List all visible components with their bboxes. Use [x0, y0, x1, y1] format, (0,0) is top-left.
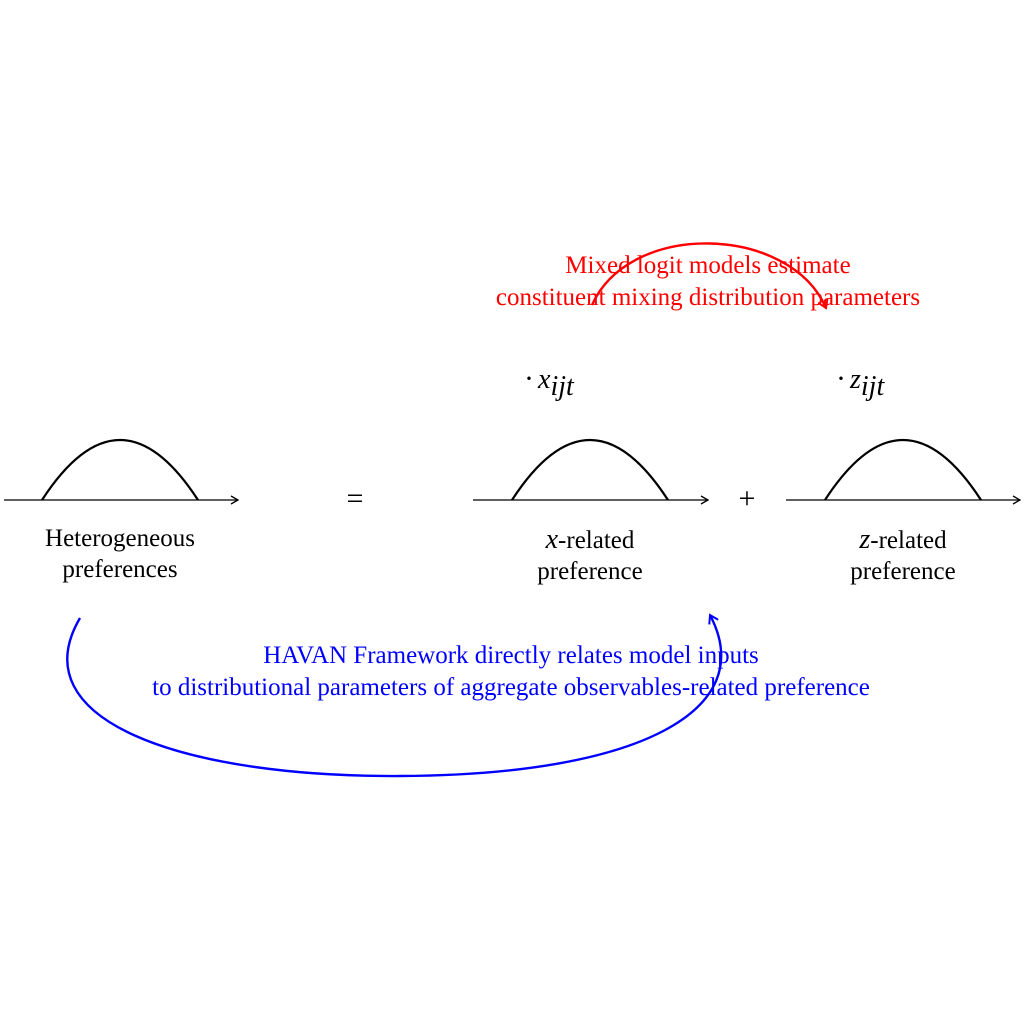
heterogeneous-label-line2: preferences	[62, 556, 177, 583]
mixed-logit-text-line2: constituent mixing distribution paramete…	[496, 284, 920, 311]
z-related-label-var: z	[858, 524, 870, 555]
heterogeneous-label-line1: Heterogeneous	[45, 525, 195, 552]
mixed-logit-arrow	[590, 242, 829, 310]
x-related-label-rest: -related	[558, 527, 635, 554]
havan-annotation: HAVAN Framework directly relates model i…	[66, 613, 870, 778]
havan-arrow	[66, 613, 723, 778]
mixed-logit-text-line1: Mixed logit models estimate	[565, 252, 850, 279]
z-related-label-line2: preference	[850, 558, 955, 585]
distribution-curve-z-related	[824, 438, 982, 501]
x-multiplier: ·xijt	[524, 362, 575, 402]
x-related-label-line1: x-related	[545, 524, 635, 555]
z-multiplier: ·zijt	[836, 362, 885, 402]
equals-sign: =	[347, 482, 364, 515]
havan-text-line1: HAVAN Framework directly relates model i…	[263, 642, 759, 669]
panel-heterogeneous: Heterogeneous preferences	[4, 438, 240, 583]
distribution-curve-heterogeneous	[41, 438, 199, 501]
mixed-logit-annotation: Mixed logit models estimate constituent …	[496, 242, 920, 311]
havan-text-line2: to distributional parameters of aggregat…	[152, 674, 870, 701]
z-multiplier-subscript: ijt	[861, 371, 886, 402]
z-multiplier-var: z	[849, 364, 861, 395]
distribution-curve-x-related	[511, 438, 669, 501]
z-related-label-rest: -related	[870, 527, 947, 554]
x-related-label-line2: preference	[537, 558, 642, 585]
z-related-label-line1: z-related	[858, 524, 947, 555]
panel-z-related: ·zijt z-related preference	[786, 362, 1022, 585]
x-multiplier-var: x	[537, 364, 551, 395]
x-multiplier-dot: ·	[524, 362, 534, 395]
plus-sign: +	[739, 482, 756, 515]
panel-x-related: ·xijt x-related preference	[473, 362, 710, 585]
x-multiplier-subscript: ijt	[550, 371, 575, 402]
x-related-label-var: x	[545, 524, 559, 555]
z-multiplier-dot: ·	[836, 362, 846, 395]
